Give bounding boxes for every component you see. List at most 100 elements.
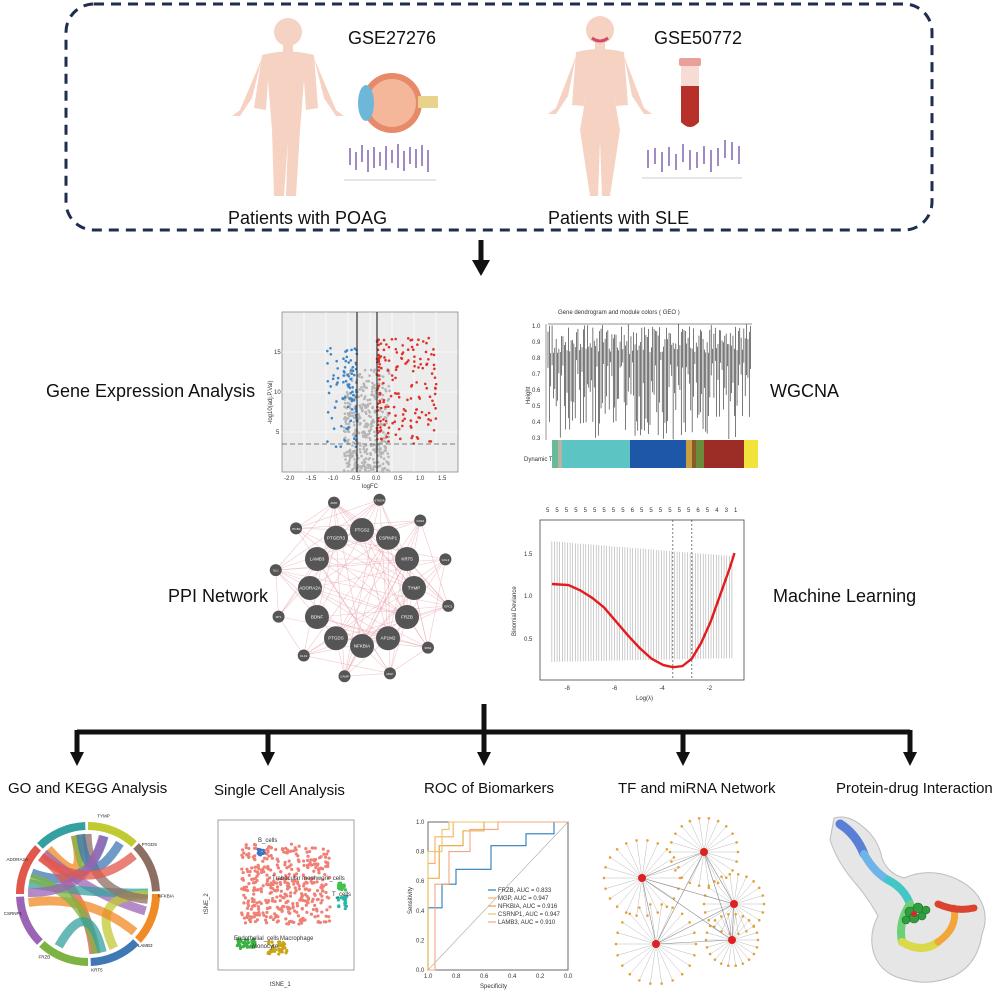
tsne-cell — [247, 855, 251, 859]
volcano-point-down — [329, 346, 332, 350]
lasso-top-tick: 4 — [715, 508, 719, 514]
volcano-point-down — [353, 347, 357, 351]
tsne-cell — [266, 850, 270, 854]
volcano-xtick: -1.5 — [306, 476, 317, 482]
tsne-cell — [264, 898, 268, 902]
tsne-cell — [301, 873, 306, 877]
tsne-cell — [272, 872, 276, 876]
mirna-node — [680, 876, 684, 879]
tsne-cell — [244, 885, 249, 889]
volcano-point-up — [377, 365, 381, 369]
tsne-cell — [260, 868, 264, 872]
tsne-cell — [247, 904, 251, 908]
volcano-point-up — [382, 348, 386, 352]
label-tf-mirna: TF and miRNA Network — [618, 780, 776, 797]
volcano-point-up — [433, 392, 437, 396]
lasso-top-tick: 3 — [725, 508, 729, 514]
chord-sector — [88, 822, 137, 847]
mirna-node — [735, 841, 738, 844]
tsne-cell — [313, 846, 317, 850]
label-go-kegg: GO and KEGG Analysis — [8, 780, 168, 797]
volcano-point-up — [401, 344, 405, 347]
tsne-cell — [292, 874, 297, 878]
tsne-cell — [241, 848, 245, 852]
tsne-cell — [243, 888, 247, 892]
tsne-cell — [261, 859, 265, 863]
tsne-cell — [277, 943, 281, 947]
tsne-cell — [278, 880, 282, 885]
module-color-segment — [558, 440, 562, 468]
roc-ytick: 0.2 — [416, 938, 425, 944]
chord-ribbon — [82, 833, 149, 904]
tsne-cluster-label: Trabecular meshwork_cells — [272, 876, 345, 882]
tsne-cell — [241, 870, 245, 875]
volcano-point-down — [353, 437, 356, 441]
tsne-cell — [241, 945, 245, 949]
mirna-node — [713, 958, 717, 961]
roc-curve — [428, 821, 568, 971]
ppi-node — [383, 667, 396, 680]
volcano-point-up — [406, 398, 409, 402]
mirna-node — [665, 905, 669, 909]
tsne-cell — [280, 847, 285, 851]
human-figure-male-icon — [232, 18, 344, 196]
tsne-cell — [261, 848, 265, 852]
volcano-point-up — [415, 420, 419, 424]
tsne-cell — [292, 849, 296, 853]
mirna-node — [719, 915, 723, 918]
tsne-cell — [309, 858, 313, 862]
chord-ribbon — [27, 834, 108, 897]
volcano-point-up — [387, 359, 391, 362]
tsne-cell — [319, 866, 324, 871]
tsne-cell — [301, 918, 305, 922]
volcano-point-down — [344, 359, 348, 363]
tsne-cell — [314, 865, 318, 870]
mirna-node — [671, 906, 674, 909]
volcano-ytick: 10 — [274, 390, 281, 396]
mirna-node — [688, 964, 691, 967]
volcano-point-down — [336, 376, 340, 380]
mirna-node — [694, 942, 698, 946]
volcano-point-down — [326, 362, 329, 365]
mirna-node — [674, 832, 677, 835]
lasso-top-tick: 1 — [734, 508, 738, 514]
volcano-point-up — [377, 353, 380, 357]
mirna-node — [604, 865, 607, 869]
tsne-cell — [321, 878, 325, 882]
mirna-node — [707, 886, 711, 890]
volcano-point-down — [332, 427, 336, 430]
tsne-cell — [253, 940, 257, 944]
tsne-cell — [300, 907, 304, 911]
volcano-point-up — [432, 353, 436, 357]
volcano-point-up — [393, 420, 397, 423]
tsne-cell — [321, 889, 325, 893]
tsne-cell — [252, 945, 256, 949]
tsne-cell — [340, 887, 344, 892]
roc-ytick: 0.8 — [416, 850, 425, 856]
tsne-cell — [292, 882, 296, 886]
tsne-cell — [307, 888, 311, 892]
lasso-xtick: -4 — [659, 686, 665, 692]
tsne-cell — [269, 886, 273, 890]
tsne-cell — [236, 941, 241, 945]
volcano-point-up — [432, 403, 436, 407]
lasso-top-tick: 5 — [546, 508, 550, 514]
tsne-cell — [324, 890, 328, 895]
tsne-cell — [302, 863, 306, 867]
tsne-cell — [309, 863, 314, 867]
tsne-cell — [302, 882, 306, 886]
mirna-node — [736, 873, 740, 876]
mirna-node — [756, 938, 760, 942]
tsne-cell — [305, 850, 309, 854]
tsne-cell — [276, 866, 281, 870]
tsne-cell — [266, 864, 270, 869]
tsne-cell — [283, 863, 287, 867]
eye-anatomy-icon — [358, 73, 438, 133]
mirna-node — [688, 881, 692, 885]
tsne-cell — [286, 881, 290, 885]
tsne-cell — [328, 905, 332, 909]
volcano-point-down — [353, 373, 356, 377]
tsne-cell — [270, 899, 275, 903]
volcano-point-down — [354, 407, 357, 411]
